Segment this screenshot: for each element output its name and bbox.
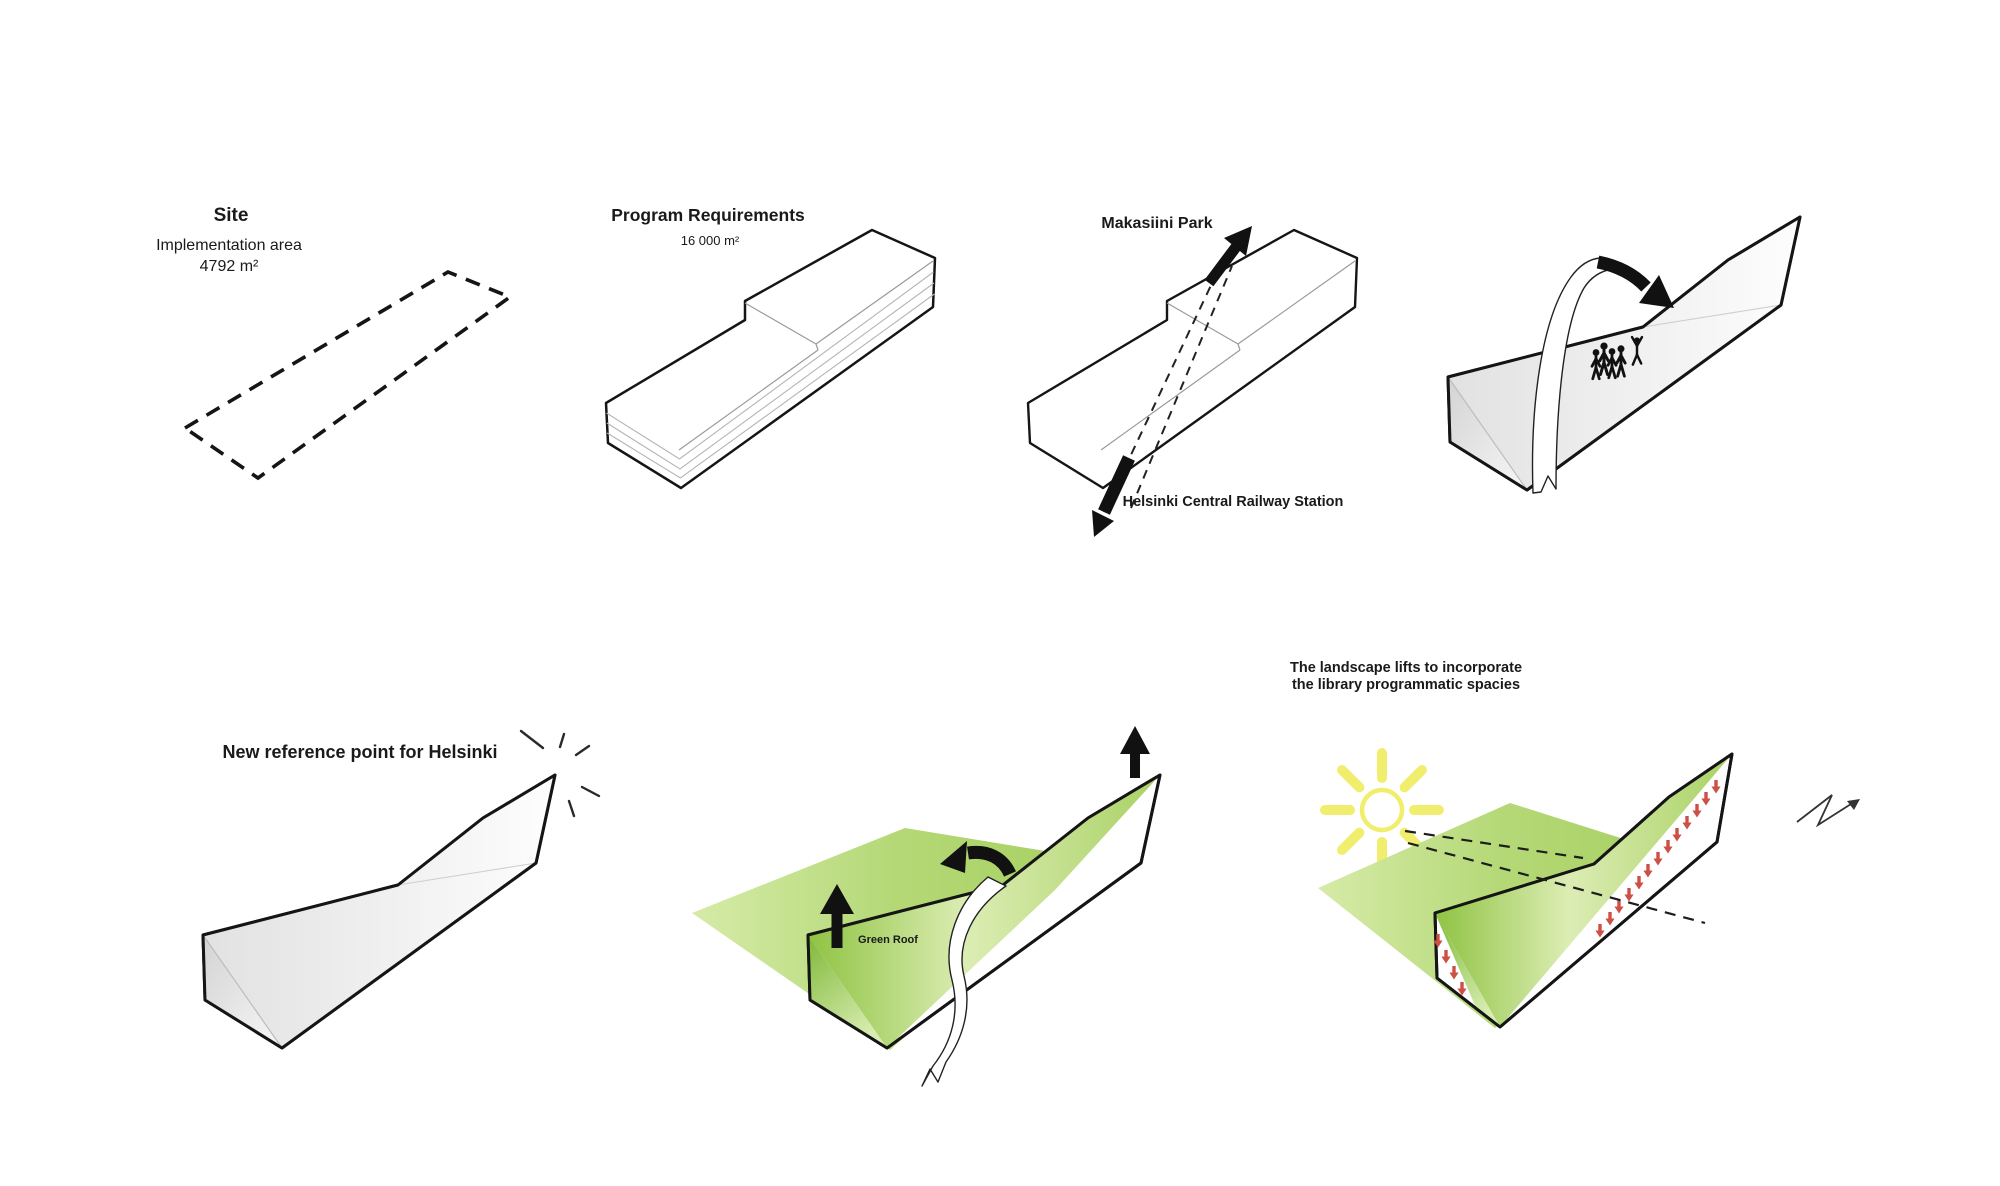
- site-boundary-dashed: [181, 269, 514, 481]
- pedestrian-flow-dashed-lines: [1103, 261, 1233, 513]
- green-roof-label: Green Roof: [858, 934, 918, 946]
- landscape-caption: The landscape lifts to incorporate the l…: [1290, 660, 1522, 694]
- park-ribbon-icon: [921, 876, 1007, 1087]
- site-title: Site: [213, 205, 249, 226]
- landscape-caption-line2: the library programmatic spacies: [1291, 677, 1521, 693]
- makasiini-park-label: Makasiini Park: [1101, 215, 1213, 232]
- wind-zigzag-arrow-icon: [1796, 794, 1860, 828]
- lifted-massing-wedge: [1446, 215, 1802, 492]
- railway-station-label: Helsinki Central Railway Station: [1122, 494, 1344, 510]
- station-arrow-icon: [1092, 455, 1135, 537]
- green-roof-wedge: [806, 773, 1162, 1050]
- sunlight-dashed-rays: [1404, 829, 1706, 925]
- arch-arrow-icon: [1596, 255, 1674, 308]
- reference-wedge: [201, 773, 557, 1050]
- reference-title: New reference point for Helsinki: [222, 742, 498, 762]
- site-area-value: 4792 m²: [199, 258, 259, 275]
- peak-up-arrow-icon: [1120, 726, 1150, 778]
- program-title: Program Requirements: [611, 205, 805, 225]
- lift-up-arrow-icon: [820, 884, 854, 948]
- site-subtitle: Implementation area: [156, 237, 302, 254]
- program-area-value: 16 000 m²: [680, 233, 740, 248]
- makasiini-park-arrow-icon: [1204, 226, 1252, 287]
- program-massing-box: [604, 228, 937, 490]
- landscape-caption-line1: The landscape lifts to incorporate: [1289, 660, 1523, 676]
- curved-left-arrow-icon: [940, 841, 1016, 878]
- sparkle-icon: [519, 729, 601, 818]
